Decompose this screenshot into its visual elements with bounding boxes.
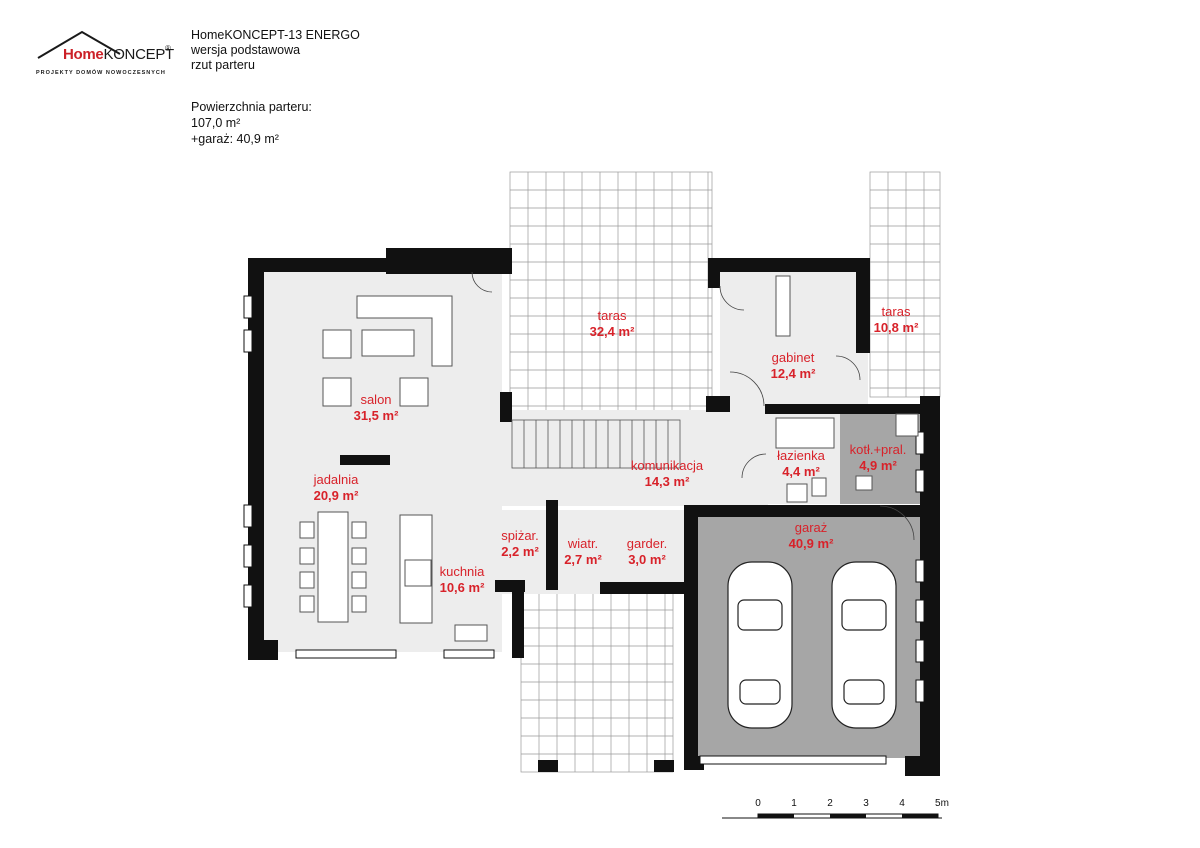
area-label: Powierzchnia parteru: bbox=[191, 100, 312, 114]
scale-tick: 1 bbox=[791, 798, 797, 809]
room-area-pantry: 2,2 m² bbox=[501, 544, 539, 559]
logo-tagline: PROJEKTY DOMÓW NOWOCZESNYCH bbox=[36, 70, 166, 76]
room-area-hall: 14,3 m² bbox=[645, 474, 690, 489]
garage-area: +garaż: 40,9 m² bbox=[191, 132, 279, 146]
room-area-boiler-laundry: 4,9 m² bbox=[859, 458, 897, 473]
terrace-right-grid bbox=[869, 171, 941, 398]
room-label-bathroom: łazienka bbox=[777, 448, 825, 463]
toilet-icon bbox=[811, 477, 827, 497]
room-label-office: gabinet bbox=[772, 350, 815, 365]
room-label-dining: jadalnia bbox=[313, 472, 360, 487]
washing-machine-icon bbox=[895, 413, 919, 437]
dining-table-icon bbox=[317, 511, 349, 623]
room-label-boiler-laundry: kotł.+pral. bbox=[850, 442, 907, 457]
scale-tick: 2 bbox=[827, 798, 833, 809]
area-summary: Powierzchnia parteru: 107,0 m² +garaż: 4… bbox=[191, 99, 312, 147]
logo-wordmark: HomeKONCEPT bbox=[63, 46, 174, 63]
entrance-stairs-grid bbox=[520, 591, 674, 773]
desk-icon bbox=[775, 275, 791, 337]
terrace-upper-grid bbox=[509, 171, 713, 413]
logo-roof-icon bbox=[37, 30, 121, 59]
car-left-icon bbox=[727, 561, 793, 729]
room-area-terrace: 32,4 m² bbox=[590, 324, 635, 339]
room-area-kitchen: 10,6 m² bbox=[440, 580, 485, 595]
boiler-icon bbox=[855, 475, 873, 491]
room-area-terrace-2: 10,8 m² bbox=[874, 320, 919, 335]
room-label-pantry: spiżar. bbox=[501, 528, 539, 543]
room-label-terrace: taras bbox=[598, 308, 627, 323]
armchair-icon bbox=[322, 329, 352, 359]
project-version: wersja podstawowa bbox=[191, 43, 301, 57]
shower-icon bbox=[775, 417, 835, 449]
room-label-living: salon bbox=[360, 392, 391, 407]
coffee-table-icon bbox=[361, 329, 415, 357]
room-label-garage: garaż bbox=[795, 520, 828, 535]
door-swings bbox=[471, 271, 915, 541]
room-area-garage: 40,9 m² bbox=[789, 536, 834, 551]
project-title: HomeKONCEPT-13 ENERGO bbox=[191, 28, 360, 42]
washbasin-icon bbox=[786, 483, 808, 503]
ground-floor-area: 107,0 m² bbox=[191, 116, 241, 130]
logo-koncept: KONCEPT bbox=[103, 46, 174, 63]
room-area-office: 12,4 m² bbox=[771, 366, 816, 381]
car-right-icon bbox=[831, 561, 897, 729]
walls bbox=[248, 248, 940, 776]
room-label-wardrobe: garder. bbox=[627, 536, 667, 551]
sofa-icon bbox=[356, 295, 453, 367]
room-label-terrace-2: taras bbox=[882, 304, 911, 319]
scale-tick: 4 bbox=[899, 798, 905, 809]
logo-registered-mark: ® bbox=[165, 44, 171, 53]
scale-tick: 5m bbox=[935, 798, 949, 809]
sink-icon bbox=[454, 624, 488, 642]
room-area-wardrobe: 3,0 m² bbox=[628, 552, 666, 567]
armchair-icon bbox=[399, 377, 429, 407]
plan-view: rzut parteru bbox=[191, 58, 255, 72]
room-area-living: 31,5 m² bbox=[354, 408, 399, 423]
staircase bbox=[511, 419, 681, 469]
furniture bbox=[317, 275, 919, 642]
logo-home: Home bbox=[63, 46, 104, 63]
dining-chairs bbox=[299, 521, 367, 613]
room-label-hall: komunikacja bbox=[631, 458, 704, 473]
windows bbox=[243, 295, 925, 765]
room-label-kitchen: kuchnia bbox=[440, 564, 486, 579]
armchair-icon bbox=[322, 377, 352, 407]
scale-bar: 0 1 2 3 4 5m bbox=[722, 798, 949, 819]
cooktop-icon bbox=[404, 559, 432, 587]
room-area-bathroom: 4,4 m² bbox=[782, 464, 820, 479]
room-area-dining: 20,9 m² bbox=[314, 488, 359, 503]
scale-tick: 3 bbox=[863, 798, 869, 809]
room-label-vestibule: wiatr. bbox=[567, 536, 598, 551]
project-info: HomeKONCEPT-13 ENERGO wersja podstawowa … bbox=[191, 28, 360, 73]
scale-tick: 0 bbox=[755, 798, 761, 809]
room-area-vestibule: 2,7 m² bbox=[564, 552, 602, 567]
